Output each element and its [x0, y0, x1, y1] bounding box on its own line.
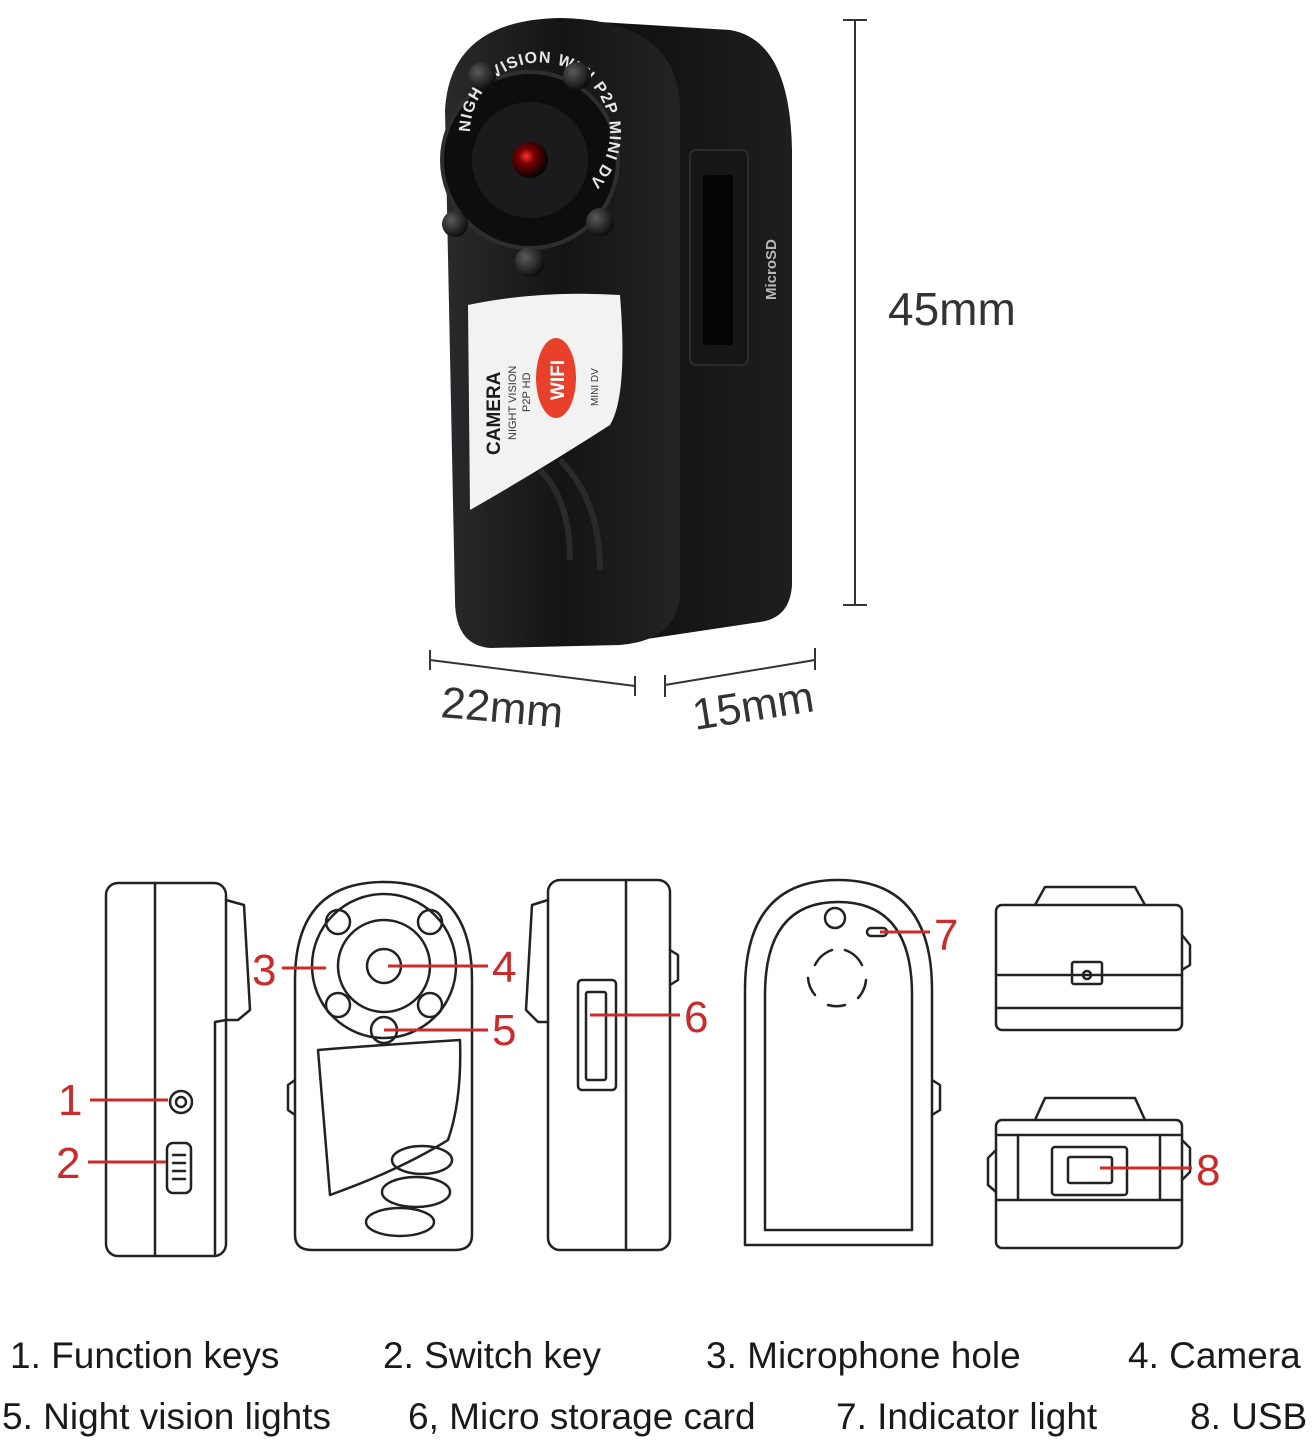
callout-7: 7 [934, 911, 958, 960]
side-view-right [524, 878, 680, 1252]
label-camera: CAMERA [484, 371, 505, 455]
top-view [994, 885, 1192, 1032]
ir-led [442, 211, 468, 237]
label-mini-dv: MINI DV [590, 368, 601, 406]
label-wifi: WIFI [548, 360, 569, 400]
microphone-grille-icon [806, 948, 868, 1008]
switch-key-icon [165, 1141, 193, 1195]
indicator-hole-icon [823, 906, 847, 930]
callout-5: 5 [492, 1006, 516, 1055]
legend-indicator-light: 7. Indicator light [836, 1396, 1098, 1437]
camera-photo: MicroSD NIGHT VISION WIFI P2P MINI DV CA… [440, 18, 792, 648]
callout-2: 2 [56, 1139, 80, 1188]
depth-label: 15mm [689, 672, 817, 740]
label-p2p-hd: P2P HD [521, 372, 533, 412]
width-label: 22mm [439, 678, 565, 737]
legend-microphone-hole: 3. Microphone hole [706, 1335, 1021, 1376]
ir-led [468, 62, 496, 90]
night-vision-led-icon [324, 908, 352, 936]
dimension-depth: 15mm [664, 648, 817, 740]
callout-numbers: 1 2 3 4 5 6 7 8 [56, 911, 1220, 1195]
dimension-height: 45mm [843, 19, 1016, 606]
dimension-width: 22mm [429, 650, 636, 738]
callouts [88, 930, 1192, 1170]
callout-6: 6 [684, 993, 708, 1042]
legend-usb: 8. USB [1190, 1396, 1308, 1437]
ir-led [515, 247, 545, 277]
wifi-badge [536, 338, 576, 418]
height-label: 45mm [888, 283, 1016, 335]
callout-8: 8 [1196, 1146, 1220, 1195]
label-night-vision: NIGHT VISION [507, 366, 519, 440]
back-view [743, 878, 942, 1247]
callout-1: 1 [58, 1076, 82, 1125]
micro-storage-slot-icon [576, 978, 618, 1092]
microsd-slot [703, 175, 733, 345]
lens [512, 142, 548, 178]
legend-micro-storage-card: 6, Micro storage card [408, 1396, 756, 1437]
legend-switch-key: 2. Switch key [383, 1335, 601, 1376]
ir-led [586, 208, 614, 236]
legend-row-1: 1. Function keys 2. Switch key 3. Microp… [0, 1328, 1315, 1384]
ir-led [563, 62, 591, 90]
callout-4: 4 [492, 943, 516, 992]
usb-port-icon [1050, 1145, 1129, 1197]
callout-3: 3 [252, 946, 276, 995]
front-view [286, 880, 474, 1252]
legend-function-keys: 1. Function keys [10, 1335, 280, 1376]
bottom-view [986, 1096, 1192, 1250]
microsd-text: MicroSD [763, 239, 780, 300]
function-key-icon [168, 1089, 194, 1115]
legend-row-2: 5. Night vision lights 6, Micro storage … [0, 1389, 1315, 1445]
side-view-left [104, 881, 252, 1258]
legend-night-vision-lights: 5. Night vision lights [2, 1396, 332, 1437]
legend-camera: 4. Camera [1128, 1335, 1301, 1376]
